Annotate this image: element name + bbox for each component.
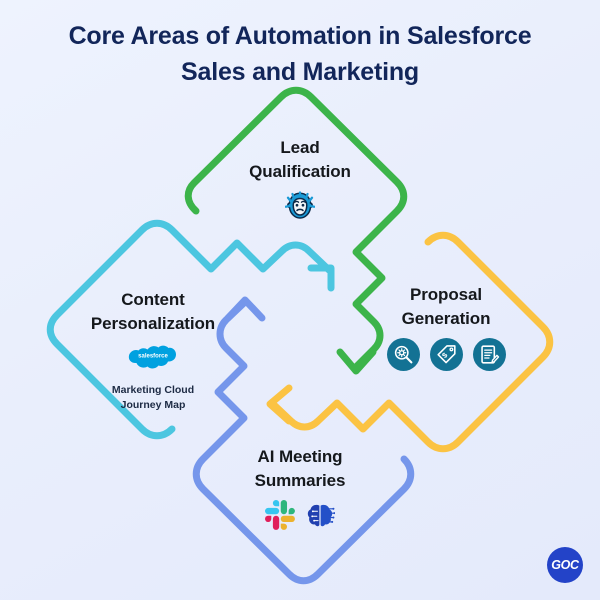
node-proposal-generation-icons: $ [356,338,536,372]
cycle-arrow-content-personalization [46,219,335,440]
magnifier-gear-badge[interactable] [386,338,420,372]
node-content-personalization-icons: salesforce [62,342,244,379]
cycle-arrow-proposal-generation [266,231,554,453]
node-proposal-generation[interactable]: Proposal Generation $ [356,283,536,372]
node-lead-qualification-heading-line-2: Qualification [249,162,351,182]
node-proposal-generation-heading: Proposal Generation [356,283,536,331]
node-ai-meeting-summaries[interactable]: AI Meeting Summaries [208,445,392,531]
einstein-face-icon [285,191,315,220]
page-title: Core Areas of Automation in Salesforce S… [0,18,600,91]
price-tag-dollar-badge[interactable]: $ [429,338,463,372]
salesforce-cloud-icon: salesforce [128,345,176,369]
node-content-personalization-caption-line-1: Marketing Cloud [111,384,195,397]
goc-logo: GOC [547,547,583,583]
cycle-arrow-ai-meeting-summaries [192,296,415,585]
node-lead-qualification[interactable]: Lead Qualification [206,136,394,221]
node-ai-meeting-summaries-icons [208,500,392,531]
node-ai-meeting-summaries-heading: AI Meeting Summaries [208,445,392,493]
page-title-line-2: Sales and Marketing [181,58,419,87]
svg-text:$: $ [440,350,450,360]
magnifier-gear-icon [394,346,412,364]
svg-text:salesforce: salesforce [138,354,168,360]
node-content-personalization[interactable]: Content Personalization salesforce Marke… [62,288,244,413]
slack-icon [265,500,295,531]
node-ai-meeting-summaries-heading-line-1: AI Meeting [257,447,343,466]
page-title-line-1: Core Areas of Automation in Salesforce [68,22,532,50]
node-lead-qualification-icons [206,191,394,221]
node-proposal-generation-heading-line-2: Generation [401,309,491,329]
document-pen-badge[interactable] [472,338,506,372]
node-content-personalization-heading: Content Personalization [62,288,244,336]
node-lead-qualification-heading: Lead Qualification [206,136,394,184]
node-content-personalization-caption: Marketing Cloud Journey Map [62,383,244,413]
ai-brain-circuit-icon [307,505,335,527]
node-content-personalization-heading-line-1: Content [121,290,185,309]
price-tag-dollar-icon: $ [436,345,456,364]
node-proposal-generation-heading-line-1: Proposal [410,285,482,304]
node-content-personalization-heading-line-2: Personalization [90,314,216,334]
document-pen-icon [480,345,499,364]
node-lead-qualification-heading-line-1: Lead [280,138,320,157]
node-content-personalization-caption-line-2: Journey Map [120,399,186,412]
node-ai-meeting-summaries-heading-line-2: Summaries [254,471,346,491]
cycle-arrow-lead-qualification [184,86,408,375]
